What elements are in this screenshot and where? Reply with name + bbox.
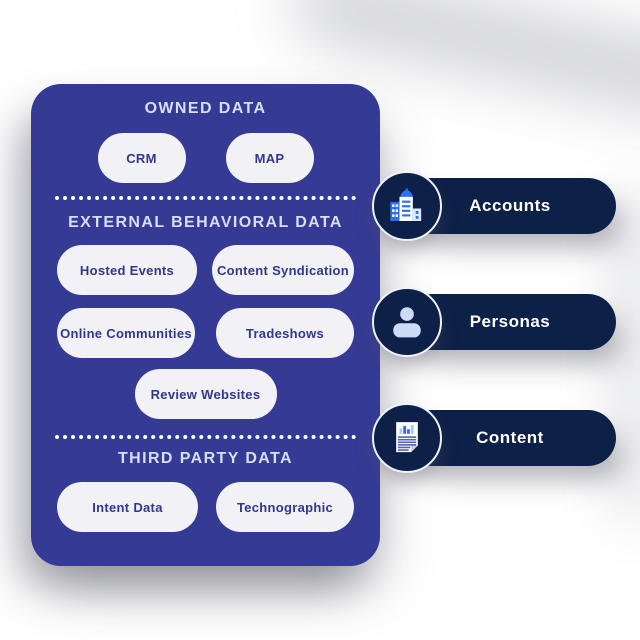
external-data-row-1: Hosted Events Content Syndication xyxy=(57,245,354,295)
personas-label: Personas xyxy=(469,312,551,331)
person-icon xyxy=(387,302,427,342)
dotted-divider xyxy=(55,196,356,200)
third-party-data-row: Intent Data Technographic xyxy=(57,482,354,532)
section-title-external-behavioral-data: EXTERNAL BEHAVIORAL DATA xyxy=(68,214,343,231)
pill-hosted-events: Hosted Events xyxy=(57,245,197,295)
pill-intent-data: Intent Data xyxy=(57,482,198,532)
dotted-divider xyxy=(55,435,356,439)
section-title-third-party-data: THIRD PARTY DATA xyxy=(118,450,293,467)
accounts-label: Accounts xyxy=(469,196,551,215)
output-accounts: Accounts xyxy=(372,171,616,241)
output-content: Content xyxy=(372,403,616,473)
section-title-owned-data: OWNED DATA xyxy=(144,100,267,117)
pill-online-communities: Online Communities xyxy=(57,308,195,358)
pill-tradeshows: Tradeshows xyxy=(216,308,354,358)
content-icon-badge xyxy=(372,403,442,473)
document-chart-icon xyxy=(387,418,427,458)
external-data-row-2: Online Communities Tradeshows xyxy=(57,308,354,358)
pill-map: MAP xyxy=(225,133,314,183)
accounts-icon-badge xyxy=(372,171,442,241)
external-data-row-3: Review Websites xyxy=(57,369,354,419)
pill-technographic: Technographic xyxy=(216,482,354,532)
pill-content-syndication: Content Syndication xyxy=(212,245,354,295)
personas-icon-badge xyxy=(372,287,442,357)
background-shading-right xyxy=(612,190,640,520)
data-sources-panel: OWNED DATA CRM MAP EXTERNAL BEHAVIORAL D… xyxy=(31,84,380,566)
content-label: Content xyxy=(476,428,544,447)
pill-crm: CRM xyxy=(97,133,186,183)
buildings-icon xyxy=(387,186,427,226)
owned-data-row: CRM MAP xyxy=(57,133,354,183)
output-personas: Personas xyxy=(372,287,616,357)
pill-review-websites: Review Websites xyxy=(134,369,277,419)
